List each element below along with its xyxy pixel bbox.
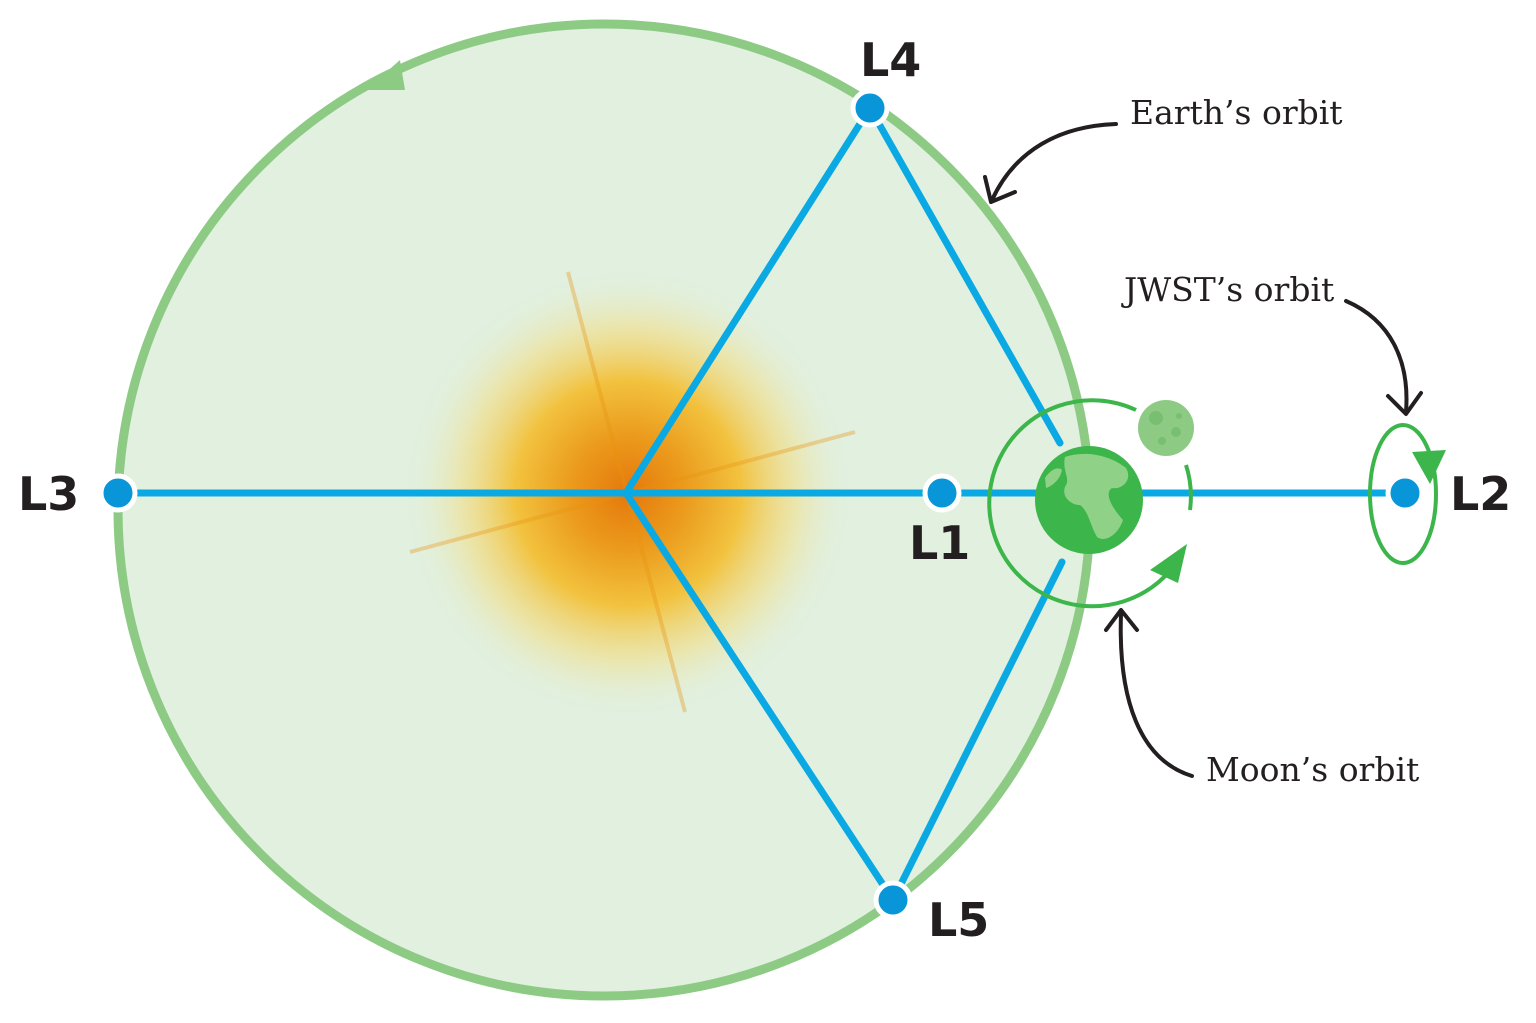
- callout-jwst-orbit: JWST’s orbit: [1121, 270, 1334, 309]
- lagrange-points: [98, 88, 1425, 920]
- label-l2: L2: [1450, 467, 1511, 521]
- callout-earths-orbit: Earth’s orbit: [1130, 93, 1343, 132]
- point-l3: [98, 473, 138, 513]
- earth-orbit-arrow-icon: [366, 60, 405, 90]
- moon-icon: [1138, 400, 1194, 456]
- label-l4: L4: [860, 33, 921, 87]
- label-l3: L3: [18, 467, 79, 521]
- jwst-orbit-arrow-icon: [1412, 450, 1446, 484]
- point-l2: [1385, 473, 1425, 513]
- callout-arrows: [983, 122, 1423, 778]
- earth-orbit-callout-arrow-icon: [990, 122, 1118, 202]
- moon-orbit: [987, 398, 1193, 609]
- earth-icon: [1035, 446, 1143, 554]
- moon-orbit-callout-arrow-icon: [1118, 612, 1194, 778]
- jwst-orbit-callout-arrow-icon: [1344, 299, 1409, 414]
- lagrange-lines: [114, 104, 1409, 904]
- label-l1: L1: [909, 516, 970, 570]
- moon-orbit-arrow-icon: [1150, 544, 1187, 583]
- point-l5: [873, 880, 913, 920]
- label-l5: L5: [928, 893, 989, 947]
- jwst-orbit: [1368, 423, 1446, 565]
- point-l4: [850, 88, 890, 128]
- point-l1: [922, 473, 962, 513]
- callout-moons-orbit: Moon’s orbit: [1206, 750, 1419, 789]
